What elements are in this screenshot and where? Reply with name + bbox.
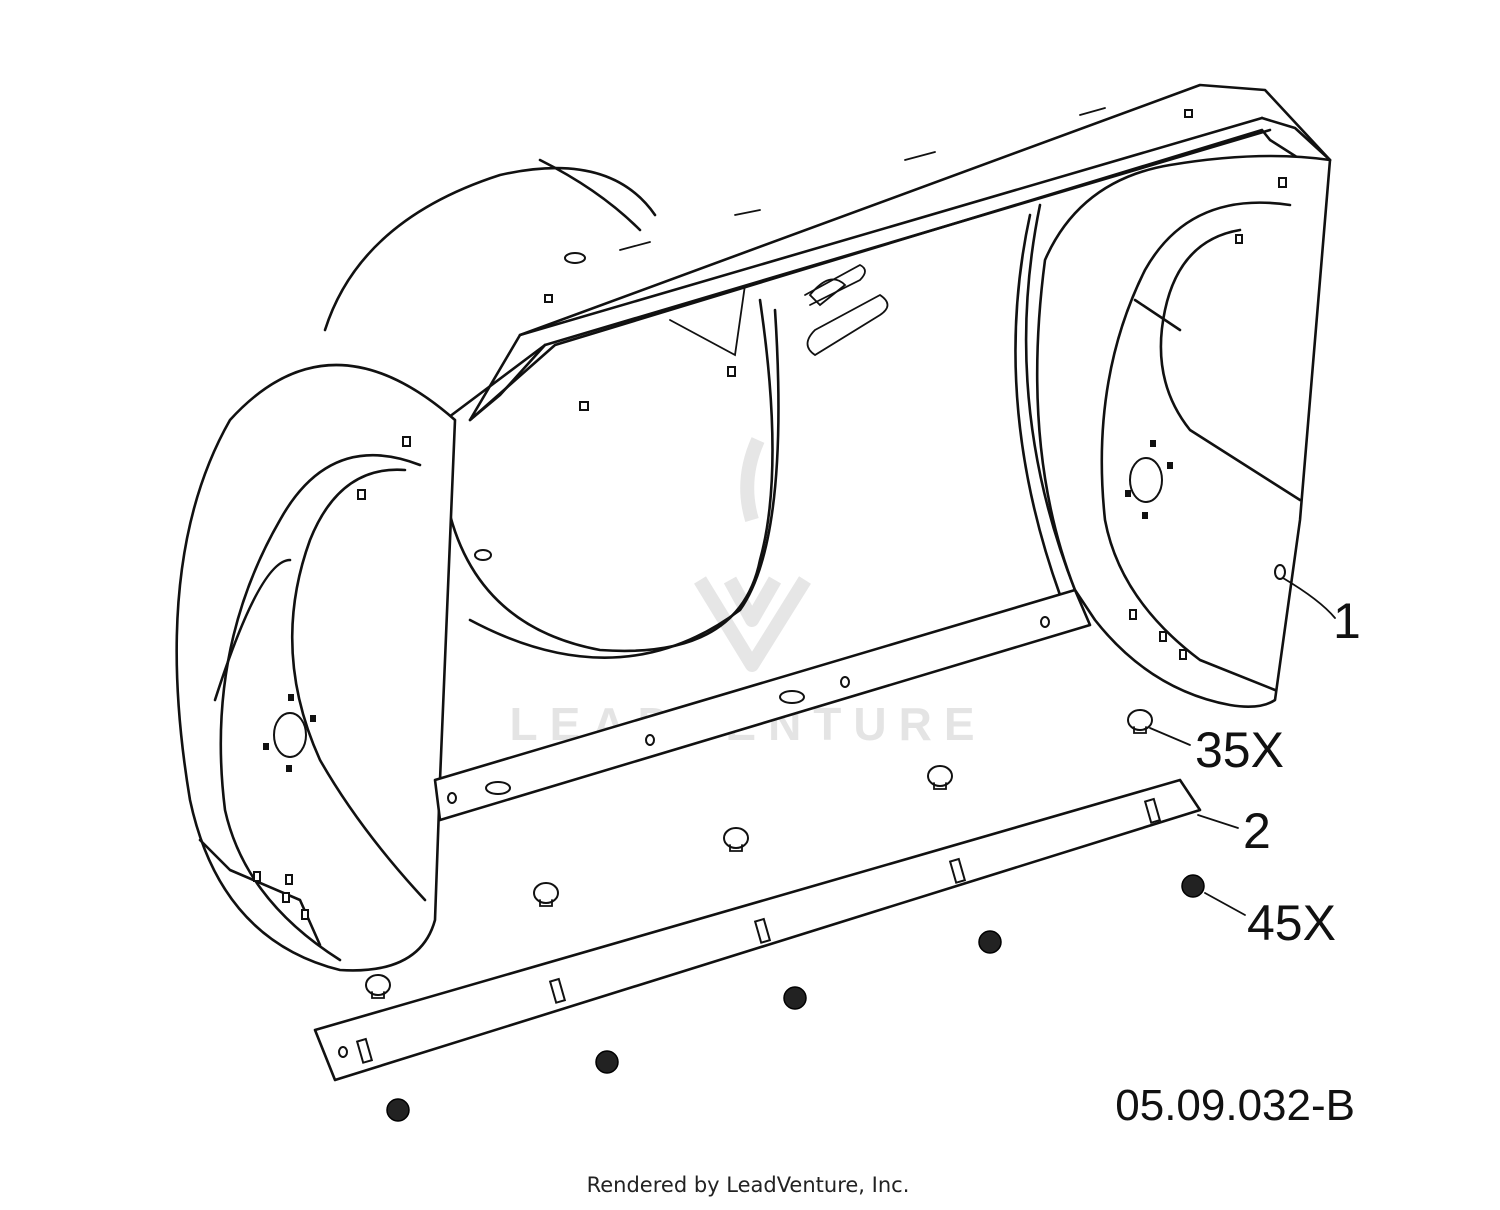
carriage-bolts (365, 709, 1153, 999)
bottom-lip (433, 588, 1092, 822)
shave-plate (313, 778, 1202, 1082)
leader-lines (1149, 577, 1336, 916)
bolt (1127, 709, 1153, 734)
callout-part-35: 35X (1195, 722, 1284, 778)
callout-part-1: 1 (1333, 593, 1361, 649)
bolt (365, 974, 391, 999)
rear-auger-drum (323, 158, 780, 659)
nut (386, 1098, 410, 1122)
callout-part-2: 2 (1243, 803, 1271, 859)
watermark-logo-icon (694, 437, 811, 672)
right-side-drum (1035, 154, 1332, 708)
nut (978, 930, 1002, 954)
bolt (723, 827, 749, 852)
nut (595, 1050, 619, 1074)
drawing-code: 05.09.032-B (1115, 1081, 1355, 1130)
bolt (927, 765, 953, 790)
bolt (533, 882, 559, 907)
render-credit: Rendered by LeadVenture, Inc. (587, 1173, 910, 1197)
hex-nuts (386, 874, 1205, 1122)
nut (783, 986, 807, 1010)
callout-part-45: 45X (1247, 895, 1336, 951)
nut (1181, 874, 1205, 898)
left-side-drum (175, 363, 457, 972)
